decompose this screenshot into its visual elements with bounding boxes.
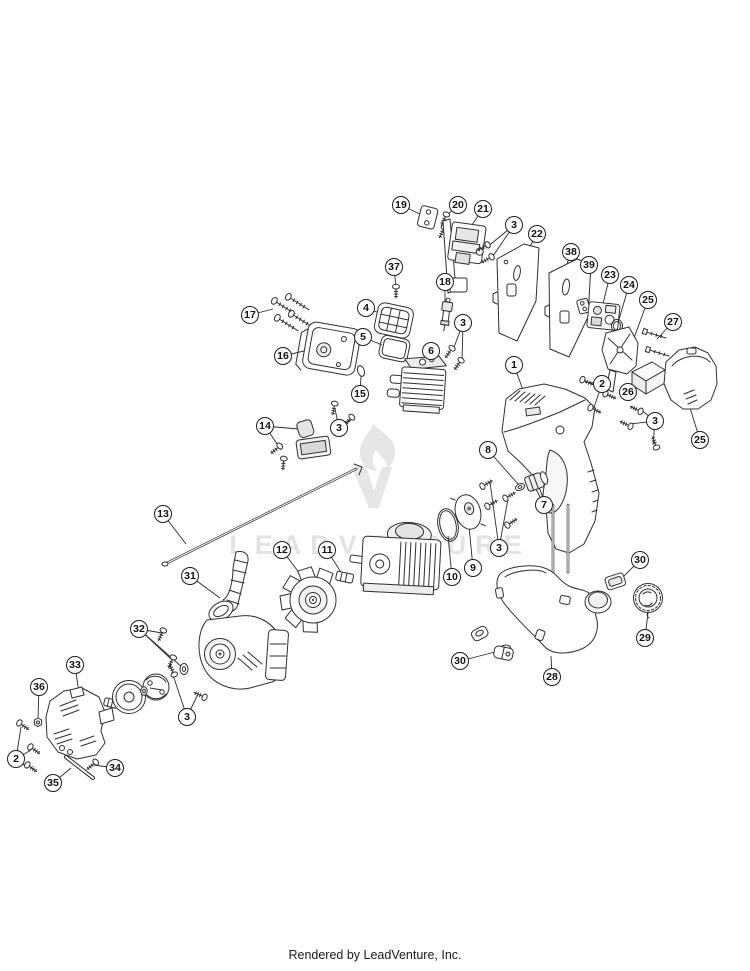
callout-6[interactable]: 6 bbox=[422, 342, 440, 360]
part-muffler bbox=[295, 321, 361, 376]
callout-3-1[interactable]: 3 bbox=[505, 216, 523, 234]
callout-25-2[interactable]: 25 bbox=[691, 431, 709, 449]
callout-1[interactable]: 1 bbox=[505, 356, 523, 374]
callout-17[interactable]: 17 bbox=[241, 306, 259, 324]
part-short-block bbox=[349, 521, 442, 596]
part-retainer-clip bbox=[356, 365, 366, 377]
callout-33[interactable]: 33 bbox=[66, 656, 84, 674]
part-primer-base bbox=[524, 471, 549, 492]
callout-18[interactable]: 18 bbox=[436, 273, 454, 291]
part-starter-assembly bbox=[198, 551, 289, 690]
part-cylinder-head-cover bbox=[373, 302, 414, 339]
callout-11[interactable]: 11 bbox=[318, 541, 336, 559]
part-locating-pin bbox=[64, 755, 95, 780]
part-crankcase-cover bbox=[450, 494, 486, 530]
part-engine-housing bbox=[501, 383, 600, 554]
part-spark-plug bbox=[440, 297, 454, 332]
callout-2-2[interactable]: 2 bbox=[7, 750, 25, 768]
part-fuel-filter bbox=[471, 625, 514, 661]
part-carb-spacer-plate bbox=[416, 205, 439, 230]
callout-23[interactable]: 23 bbox=[601, 266, 619, 284]
part-nut bbox=[33, 717, 43, 728]
part-ignition-coil bbox=[268, 419, 332, 471]
callout-35[interactable]: 35 bbox=[44, 774, 62, 792]
part-carburetor-assembly bbox=[586, 301, 621, 331]
callout-31[interactable]: 31 bbox=[181, 567, 199, 585]
callout-37[interactable]: 37 bbox=[385, 258, 403, 276]
callout-29[interactable]: 29 bbox=[636, 629, 654, 647]
callout-5[interactable]: 5 bbox=[354, 328, 372, 346]
callout-26[interactable]: 26 bbox=[619, 383, 637, 401]
part-clutch-shoes bbox=[142, 673, 170, 701]
part-mount-bolts bbox=[641, 328, 671, 360]
part-fuel-cap bbox=[633, 583, 663, 619]
part-clutch-washers bbox=[140, 663, 189, 696]
callout-9[interactable]: 9 bbox=[464, 559, 482, 577]
callout-32[interactable]: 32 bbox=[130, 620, 148, 638]
callout-16[interactable]: 16 bbox=[274, 347, 292, 365]
callout-21[interactable]: 21 bbox=[474, 200, 492, 218]
part-fuel-tank bbox=[494, 565, 612, 656]
part-head-gasket bbox=[378, 334, 411, 363]
part-clutch-housing bbox=[45, 686, 115, 760]
callout-34[interactable]: 34 bbox=[106, 759, 124, 777]
callout-14[interactable]: 14 bbox=[256, 417, 274, 435]
callout-7[interactable]: 7 bbox=[535, 496, 553, 514]
part-tank-grommet bbox=[604, 572, 627, 591]
callout-3-3[interactable]: 3 bbox=[454, 314, 472, 332]
callout-13[interactable]: 13 bbox=[154, 505, 172, 523]
callout-24[interactable]: 24 bbox=[620, 276, 638, 294]
callout-36[interactable]: 36 bbox=[30, 678, 48, 696]
part-cover-screws bbox=[478, 477, 520, 530]
part-cover-gasket bbox=[437, 508, 459, 542]
part-muffler-screws bbox=[269, 291, 315, 335]
callout-39[interactable]: 39 bbox=[580, 256, 598, 274]
callout-22[interactable]: 22 bbox=[528, 225, 546, 243]
part-throttle-cable bbox=[161, 463, 363, 567]
callout-4[interactable]: 4 bbox=[357, 299, 375, 317]
callout-12[interactable]: 12 bbox=[273, 541, 291, 559]
part-carburetor bbox=[442, 218, 487, 294]
callout-28[interactable]: 28 bbox=[543, 668, 561, 686]
part-air-filter-cover bbox=[663, 346, 718, 410]
part-clutch-drum bbox=[103, 680, 146, 714]
callout-15[interactable]: 15 bbox=[351, 385, 369, 403]
callout-19[interactable]: 19 bbox=[392, 196, 410, 214]
callout-8[interactable]: 8 bbox=[479, 441, 497, 459]
callout-25-1[interactable]: 25 bbox=[639, 291, 657, 309]
part-engine-shield-inner bbox=[492, 243, 540, 342]
part-cylinder bbox=[386, 355, 447, 414]
callout-10[interactable]: 10 bbox=[443, 568, 461, 586]
part-flywheel bbox=[279, 566, 337, 633]
callout-38[interactable]: 38 bbox=[562, 243, 580, 261]
callout-3-5[interactable]: 3 bbox=[490, 539, 508, 557]
callout-3-4[interactable]: 3 bbox=[646, 412, 664, 430]
callout-3-6[interactable]: 3 bbox=[178, 708, 196, 726]
part-washer bbox=[514, 482, 526, 492]
part-crank-pin bbox=[335, 570, 355, 584]
part-air-filter bbox=[631, 361, 666, 395]
callout-27[interactable]: 27 bbox=[664, 313, 682, 331]
render-credit: Rendered by LeadVenture, Inc. bbox=[288, 948, 462, 962]
callout-20[interactable]: 20 bbox=[449, 196, 467, 214]
callout-2-1[interactable]: 2 bbox=[593, 375, 611, 393]
callout-30-2[interactable]: 30 bbox=[451, 652, 469, 670]
callout-30-1[interactable]: 30 bbox=[631, 551, 649, 569]
part-cover-bolt bbox=[392, 283, 400, 299]
watermark-logo bbox=[352, 424, 396, 508]
callout-3-2[interactable]: 3 bbox=[330, 419, 348, 437]
